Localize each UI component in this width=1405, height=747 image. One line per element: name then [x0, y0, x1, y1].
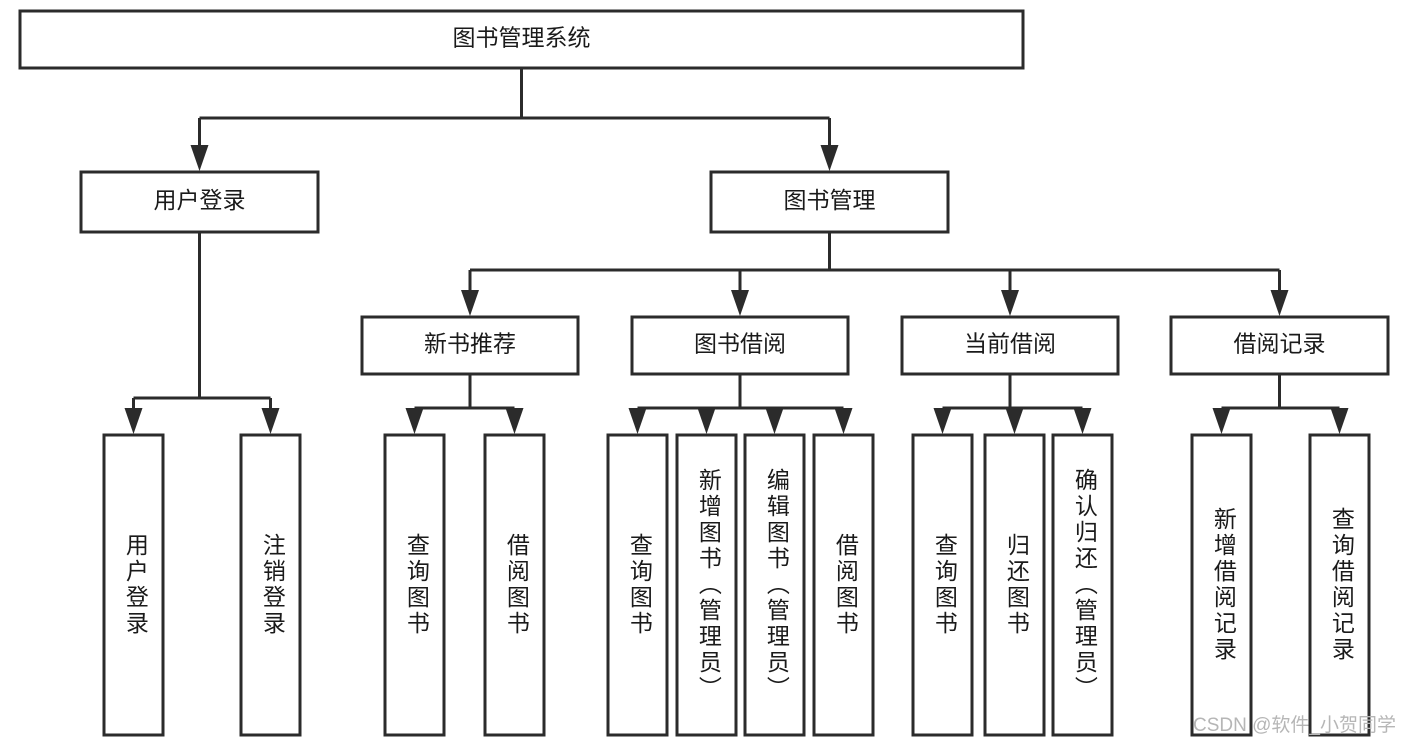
node-l2-0-box[interactable] [79, 170, 320, 234]
node-leaf-2-box[interactable] [383, 433, 446, 737]
node-l3-3-label: 借阅记录 [1234, 331, 1326, 357]
arrow-head-icon [190, 145, 209, 171]
node-leaf-0-label: 用户登录 [122, 533, 149, 637]
arrow-head-icon [1001, 290, 1019, 316]
arrow-head-icon [1005, 408, 1024, 434]
node-leaf-1-label: 注销登录 [259, 533, 286, 637]
connector-layer [124, 68, 1349, 434]
node-leaf-11-box[interactable] [1190, 433, 1253, 737]
node-l2-1[interactable]: 图书管理 [709, 170, 950, 234]
node-leaf-0[interactable]: 用户登录 [102, 433, 165, 737]
node-leaf-3[interactable]: 借阅图书 [483, 433, 546, 737]
node-l2-0-label: 用户登录 [154, 187, 246, 213]
node-leaf-2[interactable]: 查询图书 [383, 433, 446, 737]
arrow-head-icon [933, 408, 952, 434]
node-leaf-9-label: 归还图书 [1003, 533, 1030, 637]
arrow-head-icon [820, 145, 839, 171]
arrow-head-icon [834, 408, 853, 434]
node-root-label: 图书管理系统 [453, 25, 591, 51]
node-l3-1[interactable]: 图书借阅 [630, 315, 850, 376]
node-leaf-10-box[interactable] [1051, 433, 1114, 737]
node-leaf-9-box[interactable] [983, 433, 1046, 737]
node-leaf-4[interactable]: 查询图书 [606, 433, 669, 737]
arrow-head-icon [765, 408, 784, 434]
node-leaf-12-label: 查询借阅记录 [1328, 507, 1355, 663]
node-l2-1-label: 图书管理 [784, 187, 876, 213]
node-leaf-11-label: 新增借阅记录 [1210, 507, 1237, 663]
node-layer: 图书管理系统用户登录图书管理新书推荐图书借阅当前借阅借阅记录用户登录注销登录查询… [18, 9, 1390, 737]
node-leaf-12-box[interactable] [1308, 433, 1371, 737]
node-l3-1-label: 图书借阅 [694, 331, 786, 357]
node-root-box[interactable] [18, 9, 1025, 70]
node-leaf-5-label: 新增图书（管理员） [695, 468, 722, 702]
node-leaf-7-box[interactable] [812, 433, 875, 737]
node-l3-2-box[interactable] [900, 315, 1120, 376]
arrow-head-icon [505, 408, 524, 434]
node-leaf-9[interactable]: 归还图书 [983, 433, 1046, 737]
arrow-head-icon [697, 408, 716, 434]
node-leaf-1-box[interactable] [239, 433, 302, 737]
node-leaf-7[interactable]: 借阅图书 [812, 433, 875, 737]
node-l3-2-label: 当前借阅 [964, 331, 1056, 357]
node-l2-1-box[interactable] [709, 170, 950, 234]
node-leaf-8-label: 查询图书 [931, 533, 958, 637]
node-leaf-7-label: 借阅图书 [832, 533, 859, 637]
node-leaf-6[interactable]: 编辑图书（管理员） [743, 433, 806, 737]
node-l3-0-label: 新书推荐 [424, 331, 516, 357]
arrow-head-icon [261, 408, 280, 434]
arrow-head-icon [124, 408, 143, 434]
arrow-head-icon [1270, 290, 1289, 316]
arrow-head-icon [731, 290, 749, 316]
node-leaf-4-box[interactable] [606, 433, 669, 737]
node-leaf-8-box[interactable] [911, 433, 974, 737]
node-leaf-2-label: 查询图书 [403, 533, 430, 637]
node-leaf-1[interactable]: 注销登录 [239, 433, 302, 737]
arrow-head-icon [461, 290, 479, 316]
node-leaf-6-label: 编辑图书（管理员） [763, 468, 790, 702]
arrow-head-icon [1330, 408, 1349, 434]
node-leaf-4-label: 查询图书 [626, 533, 653, 637]
node-l3-3[interactable]: 借阅记录 [1169, 315, 1390, 376]
node-leaf-12[interactable]: 查询借阅记录 [1308, 433, 1371, 737]
node-leaf-11[interactable]: 新增借阅记录 [1190, 433, 1253, 737]
node-leaf-3-box[interactable] [483, 433, 546, 737]
arrow-head-icon [405, 408, 424, 434]
node-leaf-10-label: 确认归还（管理员） [1071, 468, 1098, 702]
node-leaf-5-box[interactable] [675, 433, 738, 737]
node-leaf-6-box[interactable] [743, 433, 806, 737]
node-leaf-3-label: 借阅图书 [503, 533, 530, 637]
node-l2-0[interactable]: 用户登录 [79, 170, 320, 234]
arrow-head-icon [1073, 408, 1092, 434]
node-root[interactable]: 图书管理系统 [18, 9, 1025, 70]
node-leaf-5[interactable]: 新增图书（管理员） [675, 433, 738, 737]
arrow-head-icon [628, 408, 647, 434]
node-leaf-10[interactable]: 确认归还（管理员） [1051, 433, 1114, 737]
node-leaf-8[interactable]: 查询图书 [911, 433, 974, 737]
node-l3-2[interactable]: 当前借阅 [900, 315, 1120, 376]
csdn-watermark: CSDN @软件_小贺同学 [1193, 714, 1396, 736]
node-l3-0[interactable]: 新书推荐 [360, 315, 580, 376]
node-l3-3-box[interactable] [1169, 315, 1390, 376]
node-l3-1-box[interactable] [630, 315, 850, 376]
arrow-head-icon [1212, 408, 1231, 434]
node-l3-0-box[interactable] [360, 315, 580, 376]
node-leaf-0-box[interactable] [102, 433, 165, 737]
